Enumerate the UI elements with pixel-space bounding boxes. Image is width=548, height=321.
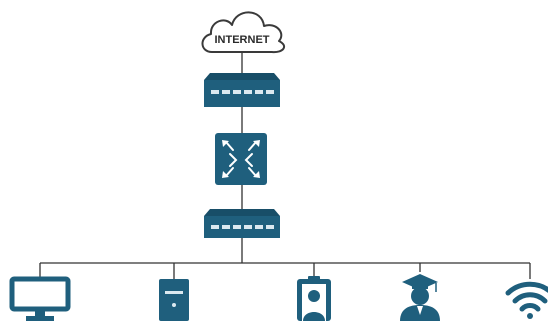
graduate-icon: [400, 274, 440, 321]
switch-icon: [204, 209, 280, 238]
cloud-icon: INTERNET: [201, 11, 286, 54]
monitor-icon: [9, 276, 71, 321]
switch-icon: [204, 73, 280, 107]
user-badge-icon: [297, 276, 331, 321]
wifi-icon: [505, 281, 548, 319]
connection-lines: [39, 53, 531, 279]
server-icon: [159, 279, 189, 321]
internet-label: INTERNET: [215, 34, 270, 46]
router-icon: [215, 133, 267, 185]
